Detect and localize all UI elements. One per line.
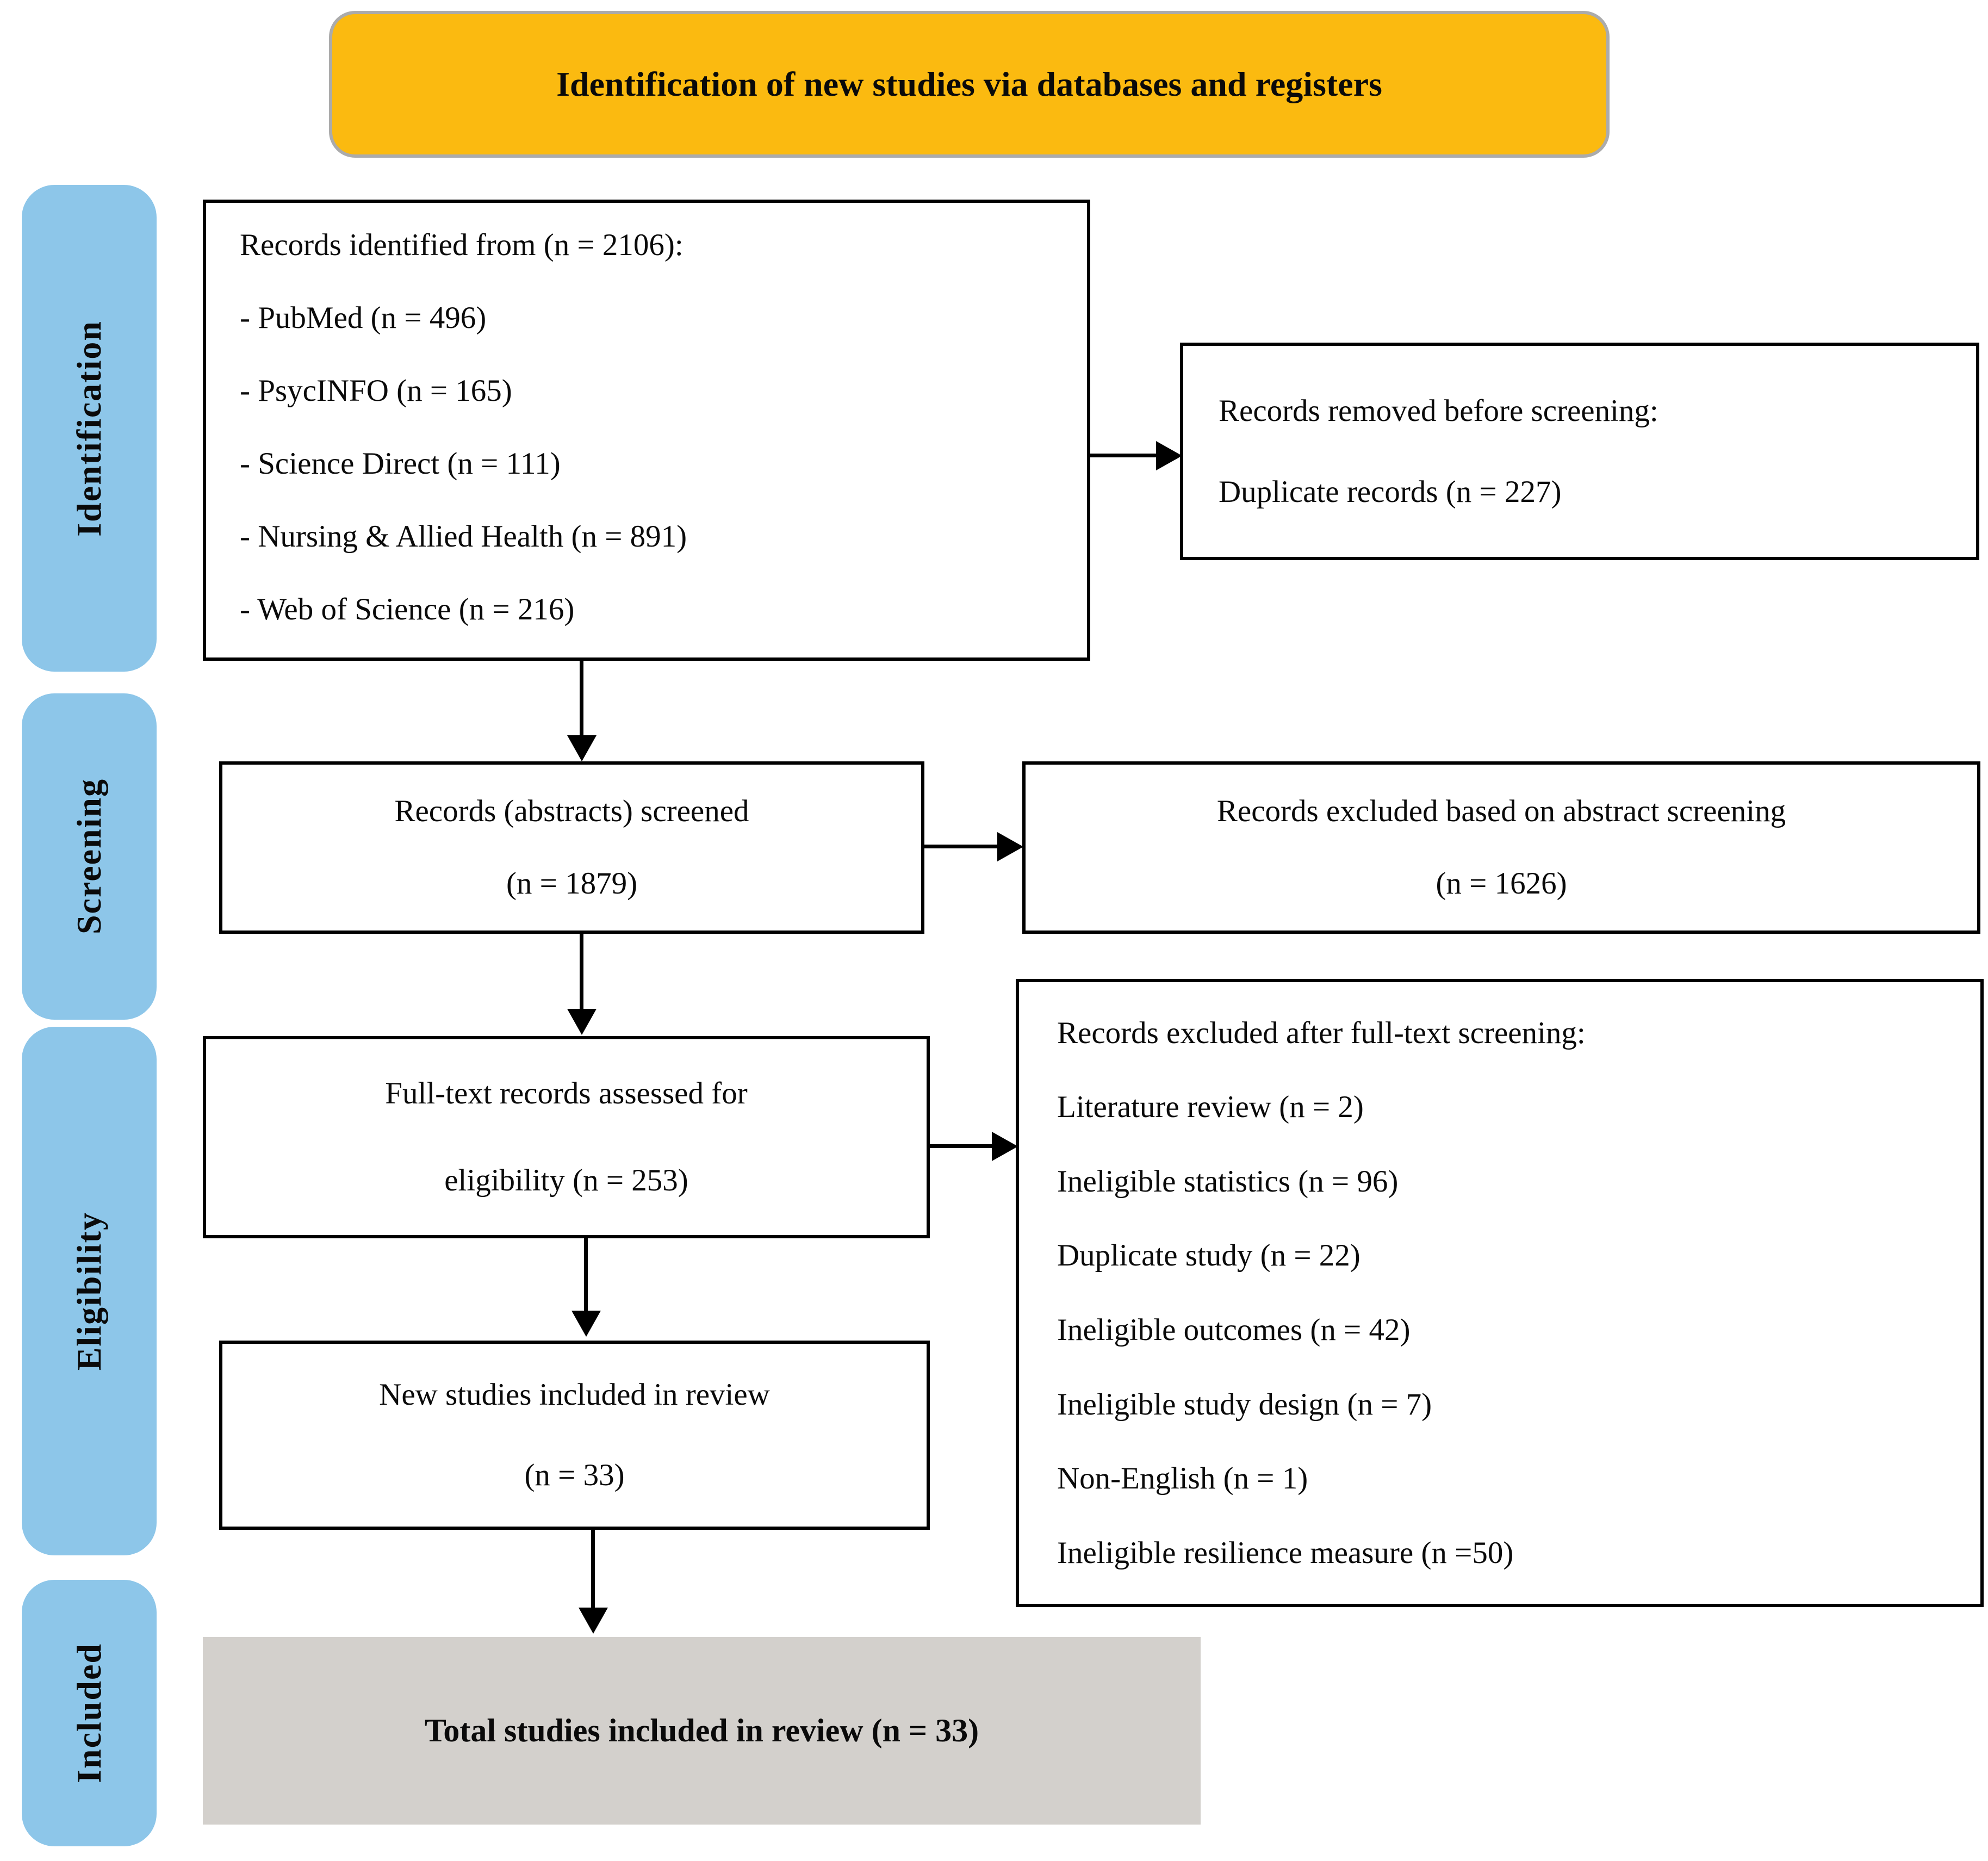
stage-label-eligibility: Eligibility	[22, 1027, 157, 1555]
box-records-removed: Records removed before screening: Duplic…	[1180, 343, 1979, 560]
records-removed-line2: Duplicate records (n = 227)	[1219, 474, 1562, 509]
new-studies-line1: New studies included in review	[379, 1378, 770, 1412]
arrow-line	[924, 845, 1001, 848]
fulltext-assessed-line1: Full-text records assessed for	[385, 1076, 748, 1111]
records-screened-line1: Records (abstracts) screened	[394, 794, 749, 829]
fulltext-excluded-reason-ineligible-study-design: Ineligible study design (n = 7)	[1057, 1387, 1432, 1422]
records-identified-item-nursing: - Nursing & Allied Health (n = 891)	[240, 519, 687, 554]
fulltext-excluded-reason-ineligible-resilience-measure: Ineligible resilience measure (n =50)	[1057, 1535, 1514, 1570]
arrow-head-down-icon	[571, 1311, 601, 1337]
records-identified-item-pubmed: - PubMed (n = 496)	[240, 301, 487, 336]
fulltext-excluded-reason-duplicate-study: Duplicate study (n = 22)	[1057, 1238, 1360, 1273]
abstract-excluded-line2: (n = 1626)	[1436, 866, 1567, 901]
stage-label-identification: Identification	[22, 185, 157, 672]
arrow-line	[580, 934, 583, 1011]
arrow-head-down-icon	[567, 1009, 597, 1035]
fulltext-excluded-reason-non-english: Non-English (n = 1)	[1057, 1461, 1308, 1496]
banner-title: Identification of new studies via databa…	[329, 11, 1610, 158]
records-identified-item-sciencedirect: - Science Direct (n = 111)	[240, 446, 561, 481]
box-fulltext-assessed: Full-text records assessed for eligibili…	[203, 1036, 930, 1238]
fulltext-assessed-line2: eligibility (n = 253)	[444, 1163, 688, 1198]
box-fulltext-excluded: Records excluded after full-text screeni…	[1016, 979, 1984, 1607]
stage-label-screening-text: Screening	[70, 778, 108, 935]
banner-title-text: Identification of new studies via databa…	[556, 65, 1382, 103]
arrow-line	[591, 1530, 595, 1610]
box-records-screened: Records (abstracts) screened (n = 1879)	[219, 761, 924, 934]
box-abstract-excluded: Records excluded based on abstract scree…	[1022, 761, 1980, 934]
box-new-studies-included: New studies included in review (n = 33)	[219, 1341, 930, 1530]
fulltext-excluded-reason-literature-review: Literature review (n = 2)	[1057, 1090, 1364, 1125]
arrow-head-right-icon	[1156, 441, 1182, 470]
total-included-text: Total studies included in review (n = 33…	[424, 1713, 979, 1748]
stage-label-included-text: Included	[70, 1643, 108, 1783]
arrow-line	[580, 661, 583, 737]
arrow-line	[930, 1144, 995, 1148]
fulltext-excluded-header: Records excluded after full-text screeni…	[1057, 1015, 1586, 1050]
records-screened-line2: (n = 1879)	[506, 866, 638, 901]
records-removed-line1: Records removed before screening:	[1219, 393, 1658, 428]
abstract-excluded-line1: Records excluded based on abstract scree…	[1216, 794, 1786, 829]
fulltext-excluded-reason-ineligible-outcomes: Ineligible outcomes (n = 42)	[1057, 1313, 1411, 1348]
fulltext-excluded-reason-ineligible-statistics: Ineligible statistics (n = 96)	[1057, 1164, 1399, 1199]
stage-label-identification-text: Identification	[70, 320, 108, 537]
arrow-line	[1090, 454, 1158, 457]
arrow-head-down-icon	[579, 1608, 608, 1634]
stage-label-included: Included	[22, 1580, 157, 1846]
arrow-head-down-icon	[567, 735, 597, 761]
box-records-identified: Records identified from (n = 2106): - Pu…	[203, 200, 1090, 661]
records-identified-header: Records identified from (n = 2106):	[240, 228, 684, 262]
box-total-included: Total studies included in review (n = 33…	[203, 1637, 1201, 1825]
arrow-head-right-icon	[997, 832, 1023, 861]
stage-label-eligibility-text: Eligibility	[70, 1211, 108, 1371]
arrow-line	[584, 1238, 588, 1312]
records-identified-item-webofscience: - Web of Science (n = 216)	[240, 592, 575, 627]
arrow-head-right-icon	[992, 1132, 1018, 1161]
stage-label-screening: Screening	[22, 693, 157, 1020]
records-identified-item-psycinfo: - PsycINFO (n = 165)	[240, 374, 512, 408]
new-studies-line2: (n = 33)	[524, 1458, 625, 1493]
